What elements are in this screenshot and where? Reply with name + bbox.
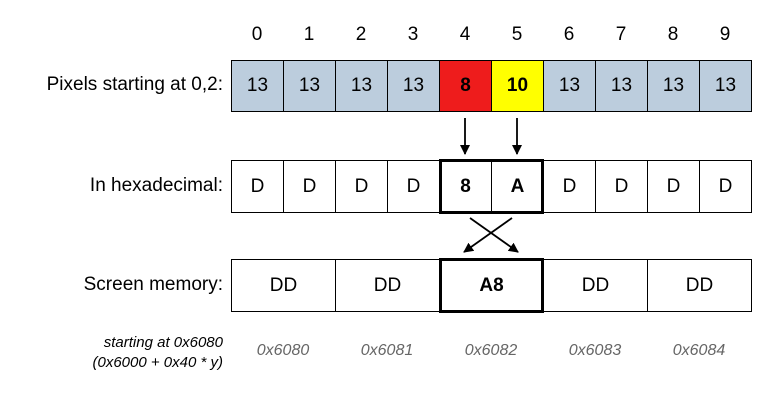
- column-index-9: 9: [719, 24, 731, 45]
- address-label-3: 0x6083: [568, 342, 622, 359]
- pixel-cell-8: 13: [647, 60, 700, 112]
- pixel-cell-9: 13: [699, 60, 752, 112]
- column-index-2: 2: [355, 24, 367, 45]
- column-index-7: 7: [615, 24, 627, 45]
- memory-cell-1: DD: [335, 259, 440, 312]
- pixel-cell-0: 13: [231, 60, 284, 112]
- hex-cell-0: D: [231, 160, 284, 213]
- memory-cell-0: DD: [231, 259, 336, 312]
- column-index-5: 5: [511, 24, 523, 45]
- pixel-cell-4: 8: [439, 60, 492, 112]
- address-note-line2: (0x6000 + 0x40 * y): [92, 354, 224, 371]
- pixel-cell-2: 13: [335, 60, 388, 112]
- column-index-4: 4: [459, 24, 471, 45]
- hex-cell-8: D: [647, 160, 700, 213]
- memory-row-label: Screen memory:: [83, 274, 223, 295]
- address-label-2: 0x6082: [464, 342, 518, 359]
- pixel-cell-7: 13: [595, 60, 648, 112]
- address-note-line1: starting at 0x6080: [103, 334, 223, 351]
- address-label-0: 0x6080: [256, 342, 310, 359]
- column-index-6: 6: [563, 24, 575, 45]
- pixels-row-label: Pixels starting at 0,2:: [46, 74, 223, 95]
- memory-cell-4: DD: [647, 259, 752, 312]
- column-index-8: 8: [667, 24, 679, 45]
- pixel-cell-3: 13: [387, 60, 440, 112]
- address-label-4: 0x6084: [672, 342, 726, 359]
- hex-cell-2: D: [335, 160, 388, 213]
- hex-cell-3: D: [387, 160, 440, 213]
- hex-cell-1: D: [283, 160, 336, 213]
- pixel-cell-6: 13: [543, 60, 596, 112]
- arrow-hex5-to-memory-low: [463, 217, 513, 253]
- address-label-1: 0x6081: [360, 342, 414, 359]
- pixel-cell-1: 13: [283, 60, 336, 112]
- pixel-cell-5: 10: [491, 60, 544, 112]
- column-index-0: 0: [251, 24, 263, 45]
- column-index-3: 3: [407, 24, 419, 45]
- hex-cell-5: A: [491, 160, 544, 213]
- hex-cell-6: D: [543, 160, 596, 213]
- column-index-1: 1: [303, 24, 315, 45]
- hex-row-label: In hexadecimal:: [89, 175, 223, 196]
- hex-cell-9: D: [699, 160, 752, 213]
- arrow-hex4-to-memory-high: [469, 217, 519, 253]
